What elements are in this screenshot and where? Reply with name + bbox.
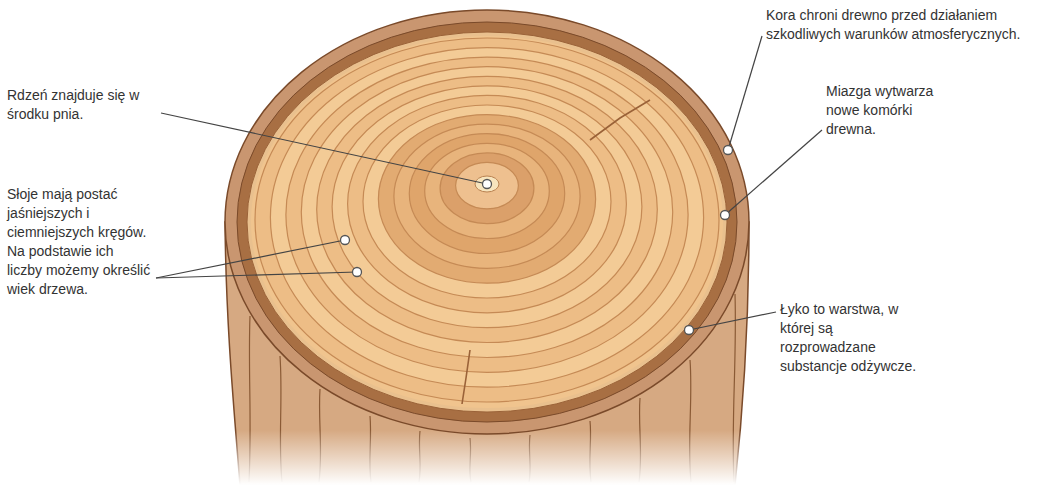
callout-text: Łyko to warstwa, w której są rozprowadza… xyxy=(780,300,925,376)
leader-line xyxy=(161,113,487,184)
callout-text: Słoje mają postać jaśniejszych i ciemnie… xyxy=(7,185,152,299)
callout: Kora chroni drewno przed działaniem szko… xyxy=(766,6,1046,44)
leader-dot xyxy=(353,268,362,277)
leader-dot xyxy=(483,180,492,189)
callout-text: Kora chroni drewno przed działaniem szko… xyxy=(766,6,1046,44)
cracks xyxy=(462,100,650,404)
callout: Łyko to warstwa, w której są rozprowadza… xyxy=(780,300,925,376)
leader-line xyxy=(725,130,822,215)
callout: Miazga wytwarza nowe komórki drewna. xyxy=(826,82,946,139)
bark-ring xyxy=(225,10,749,434)
callout: Rdzeń znajduje się w środku pnia. xyxy=(7,86,157,124)
leader-dot xyxy=(724,146,733,155)
phloem-ring xyxy=(237,22,737,422)
leader-line xyxy=(728,36,762,150)
growth-rings xyxy=(255,38,719,402)
callout-text: Rdzeń znajduje się w środku pnia. xyxy=(7,86,157,124)
leader-dot xyxy=(721,211,730,220)
cambium-ring xyxy=(247,32,727,412)
wood xyxy=(251,36,723,408)
callout-text: Miazga wytwarza nowe komórki drewna. xyxy=(826,82,946,139)
leader-line xyxy=(689,312,776,330)
leader-dot xyxy=(341,236,350,245)
callout: Słoje mają postać jaśniejszych i ciemnie… xyxy=(7,185,152,299)
leader-dot xyxy=(685,326,694,335)
pith xyxy=(475,176,499,192)
fade xyxy=(200,430,780,485)
leader-line xyxy=(156,272,357,278)
leader-line xyxy=(156,240,345,278)
